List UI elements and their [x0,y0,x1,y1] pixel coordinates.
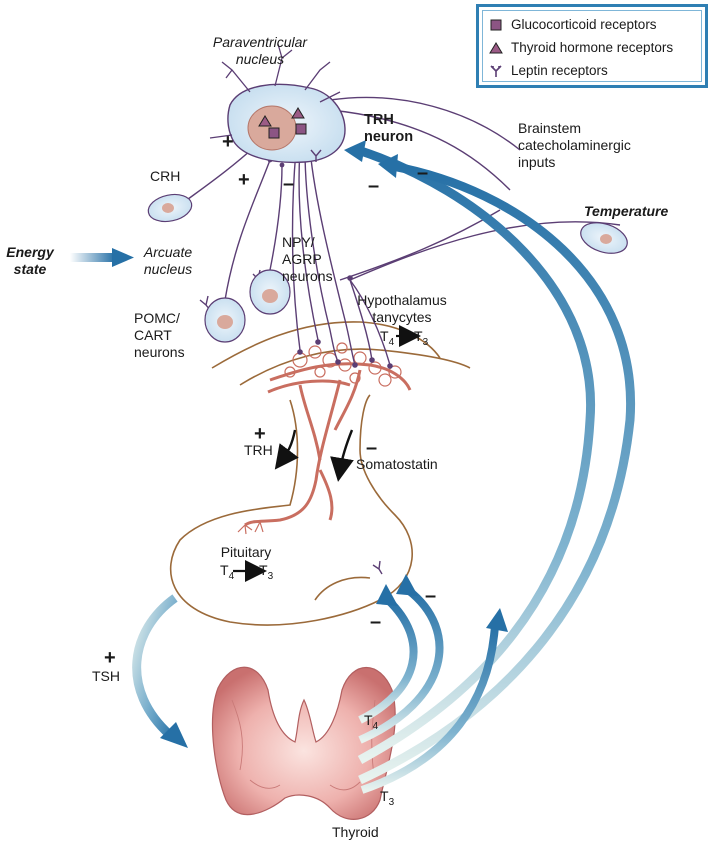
legend-item-thyroid-hormone: Thyroid hormone receptors [489,40,673,56]
glucocorticoid-receptor-symbol [268,127,280,139]
legend-item-leptin: Leptin receptors [489,63,608,79]
tsh-label: TSH [92,668,120,684]
tanycyte-t4-label: T4 [380,328,395,348]
legend-inner-border [482,10,702,82]
brainstem-label: Brainstem catecholaminergic inputs [518,120,631,170]
trh-label: TRH [244,442,273,458]
npy-agrp-label: NPY/ AGRP neurons [282,234,333,284]
plus-sign-trh: + [254,423,266,445]
legend-item-glucocorticoid: Glucocorticoid receptors [489,17,657,33]
glucocorticoid-receptor-symbol [295,123,307,135]
capillary-network [244,362,412,527]
crh-label: CRH [150,168,181,184]
tanycyte-t3-label: T3 [414,328,429,348]
minus-sign-feedback-2: – [417,162,429,184]
arcuate-nucleus-label: Arcuate nucleus [143,244,193,277]
legend-label: Thyroid hormone receptors [511,40,674,55]
thyroid-gland [211,666,396,820]
t3-label: T3 [380,788,395,808]
hypothalamus-tanycytes-label: Hypothalamus tanycytes [357,292,447,325]
thyroid-hormone-receptor-symbol [291,107,305,119]
tsh-arrow [132,594,188,748]
feedback-arrows [356,145,636,794]
temperature-cell [580,222,628,254]
feedback-arrowheads [344,140,508,632]
plus-sign-pomc: + [238,169,250,191]
pituitary-label: Pituitary [220,544,272,560]
minus-sign-npy: – [283,173,295,195]
minus-sign-pituitary-1: – [425,585,437,607]
pituitary-capillary-tips [237,521,264,535]
energy-arrow [70,248,134,267]
pituitary-outline [169,321,471,626]
paraventricular-label: Paraventricular nucleus [212,34,308,67]
legend-box: Glucocorticoid receptors Thyroid hormone… [476,4,708,88]
somatostatin-arrow [330,429,354,482]
npy-cell [249,269,291,315]
trh-arrow [274,429,299,470]
square-icon [489,18,503,32]
thyroid-hormone-receptor-symbol [258,115,272,127]
plus-sign-tsh: + [104,647,116,669]
crh-cell [147,193,193,223]
minus-sign-pituitary-2: – [370,611,382,633]
minus-sign-feedback-1: – [368,175,380,197]
pituitary-t4-label: T4 [220,562,235,582]
leptin-receptor-icon [489,64,503,78]
receptor-symbols [258,107,307,139]
legend-label: Leptin receptors [511,63,608,78]
pituitary-t3-label: T3 [259,562,274,582]
triangle-icon [489,41,503,55]
trh-neuron-label: TRH neuron [364,112,414,145]
energy-state-label: Energy state [6,244,54,277]
t4-label: T4 [364,712,379,732]
capillary-mesh [284,342,402,387]
pomc-cell [204,297,246,343]
pomc-cart-label: POMC/ CART neurons [134,310,185,360]
minus-sign-somatostatin: – [366,437,378,459]
thyroid-label: Thyroid [332,824,379,840]
legend-label: Glucocorticoid receptors [511,17,657,32]
plus-sign-crh: + [222,131,234,153]
temperature-label: Temperature [584,203,669,219]
somatostatin-label: Somatostatin [356,456,438,472]
